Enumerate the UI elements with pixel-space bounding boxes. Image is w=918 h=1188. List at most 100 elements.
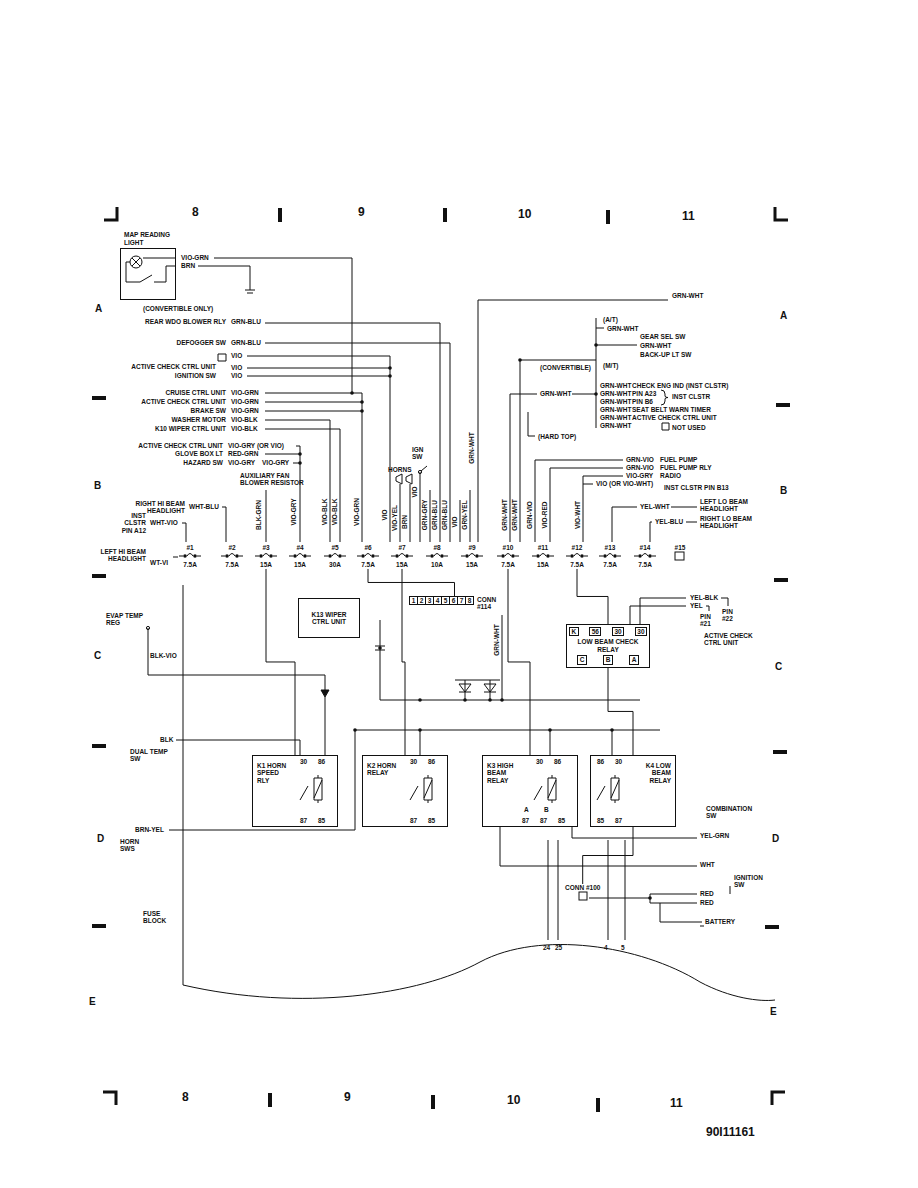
fuse-terminal — [580, 555, 584, 559]
wire-color: VIO-GRN — [231, 407, 259, 414]
wire-color: GRN-VIO — [626, 464, 654, 471]
grid-ref: D — [772, 834, 779, 844]
node-text: 56 — [592, 628, 599, 635]
pin-number: 86 — [318, 758, 325, 765]
node-text: #10 — [503, 544, 514, 551]
wire — [400, 486, 401, 542]
node-text: C — [580, 656, 585, 663]
fuse-terminal — [395, 555, 399, 559]
wire-color: BLK-GRN — [256, 500, 263, 530]
fuse-terminal — [440, 555, 444, 559]
fuse: #137.5A — [597, 544, 623, 569]
node-text: 6 — [452, 597, 456, 604]
node-text: #15 — [675, 544, 686, 551]
wire — [265, 402, 362, 403]
component-label: IGN SW — [412, 446, 430, 461]
wire-color: GRN-BLU — [231, 318, 261, 325]
component-label: K10 WIPER CTRL UNIT — [155, 425, 226, 432]
wire — [650, 898, 697, 903]
fuse-terminal — [293, 555, 297, 559]
heading: K1 HORN SPEED RLY — [257, 762, 291, 784]
horn-symbol — [396, 474, 412, 486]
wire — [420, 730, 421, 755]
component-label: (CONVERTIBLE) — [540, 364, 591, 371]
wire — [325, 697, 326, 755]
wire — [460, 500, 461, 542]
relay-box: K1 HORN SPEED RLY — [252, 755, 338, 827]
wire-color: VIO-WHT — [575, 501, 582, 529]
wire — [182, 523, 186, 542]
grid-tick — [765, 925, 779, 929]
grid-ref: 8 — [192, 206, 199, 218]
component-label: IGNITION SW — [734, 874, 772, 889]
component-label: FUSE BLOCK — [143, 910, 171, 925]
component-label: FUEL PUMP — [660, 456, 697, 463]
fuse-block-outline — [183, 585, 775, 1000]
spare-fuse-symbol — [669, 551, 691, 561]
pin-number: 85 — [428, 817, 435, 824]
wire-color: YEL-BLK — [690, 594, 718, 601]
fuse-terminal — [648, 555, 652, 559]
fuse-symbol — [532, 551, 554, 561]
pin-row: CBA — [569, 655, 647, 664]
wire-color: RED — [700, 890, 714, 897]
junction-dot — [594, 392, 598, 396]
node-text: #4 — [296, 544, 303, 551]
fuse: #415A — [287, 544, 313, 569]
arrow-symbol — [321, 690, 329, 697]
grid-ref: 11 — [670, 1097, 683, 1109]
wire — [550, 730, 551, 755]
wire-color: GRN-BLU — [432, 500, 439, 530]
wire-group — [126, 258, 728, 940]
wire — [420, 472, 421, 542]
wire — [520, 360, 596, 542]
fuse-link — [179, 554, 201, 557]
grid-ref: 9 — [358, 206, 365, 218]
check-relay-box: K563030LOW BEAM CHECK RELAYCBA — [566, 624, 650, 668]
relay-pin: 56 — [589, 627, 601, 636]
fuse-link — [426, 554, 448, 557]
wire-color: GRN-YEL — [462, 500, 469, 529]
relay-pin: A — [629, 655, 639, 664]
grid-ref: C — [94, 651, 101, 661]
fuse-terminal — [546, 555, 550, 559]
wire-connector — [402, 569, 405, 755]
component-label: ACTIVE CHECK CTRL UNIT — [632, 414, 717, 421]
fuse-symbol — [634, 551, 656, 561]
component-label: RIGHT LO BEAM HEADLIGHT — [700, 515, 766, 530]
relay-box: K3 HIGH BEAM RELAY — [482, 755, 578, 827]
node-text: 7.5A — [570, 561, 584, 568]
wire-connector — [508, 569, 530, 755]
fuse-link — [391, 554, 413, 557]
map-light-housing: MAP READING LIGHT — [120, 248, 176, 300]
wire-color: GRN-WHT — [600, 422, 631, 429]
wire — [140, 275, 152, 282]
connector-square — [578, 891, 588, 901]
node-text: 3 — [428, 597, 432, 604]
junction-dot — [298, 461, 302, 465]
junction-dot — [298, 452, 302, 456]
wire-color: VIO — [231, 372, 242, 379]
component-label: REAR WDO BLOWER RLY — [145, 318, 226, 325]
pin-number: 4 — [604, 944, 608, 951]
wire — [558, 840, 559, 940]
wire — [596, 345, 637, 346]
component-label: BATTERY — [705, 918, 735, 925]
fuse: #67.5A — [355, 544, 381, 569]
wire-color: VIO — [452, 516, 459, 527]
wire — [502, 615, 503, 700]
wire-color: VIO (OR VIO-WHT) — [596, 480, 653, 487]
component-label: HAZARD SW — [183, 459, 223, 466]
wire — [265, 393, 362, 542]
wire — [266, 490, 267, 542]
wire-connector — [608, 668, 633, 755]
lamp-symbol — [130, 256, 142, 268]
component-label: HORN SWS — [120, 838, 148, 853]
switch-contact — [418, 470, 421, 473]
pin-number: 85 — [597, 817, 604, 824]
fuse: #1115A — [530, 544, 556, 569]
wire — [612, 507, 637, 542]
grid-tick — [776, 403, 790, 407]
wire — [706, 606, 709, 611]
wire-color: BRN-YEL — [135, 826, 164, 833]
